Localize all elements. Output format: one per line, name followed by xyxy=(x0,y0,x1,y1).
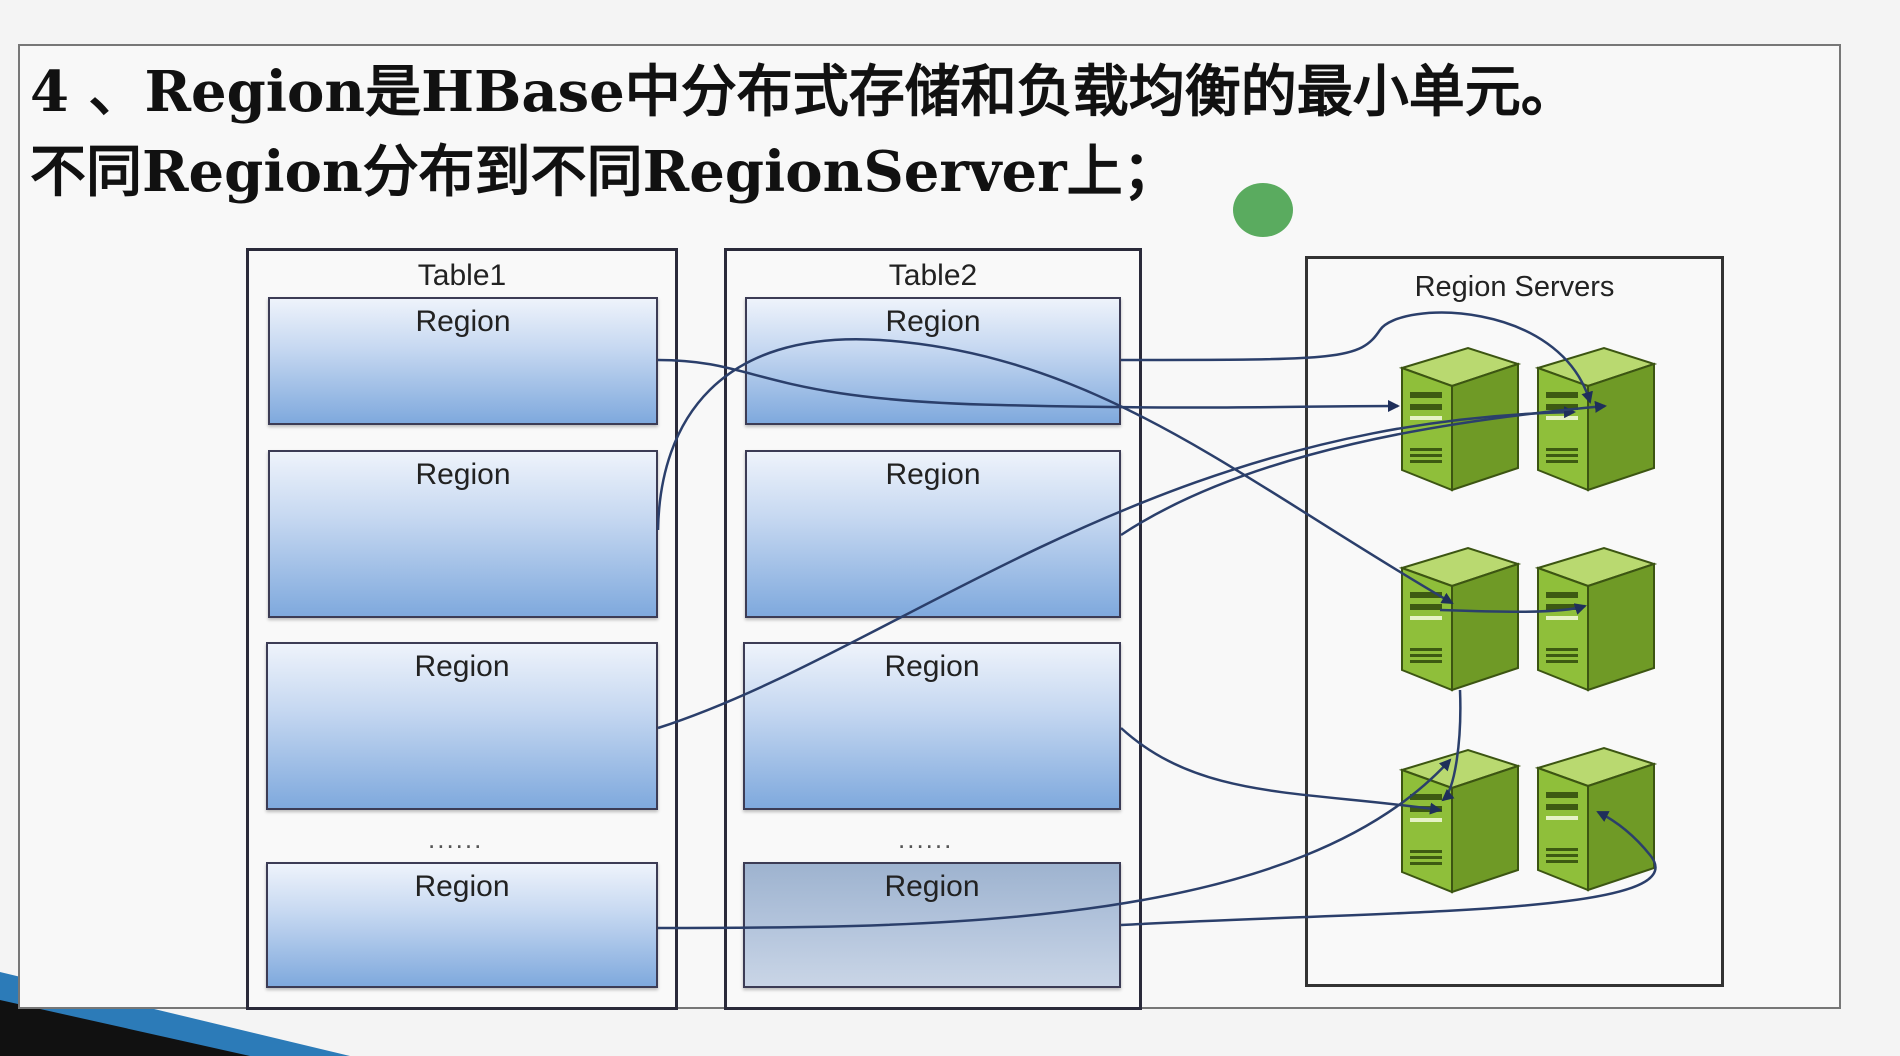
table2-title: Table2 xyxy=(888,259,978,292)
region-label: Region xyxy=(884,650,980,683)
slide-heading: 4 、Region是HBase中分布式存储和负载均衡的最小单元。 不同Regio… xyxy=(30,52,1850,212)
arrow-t1r3-server2 xyxy=(657,406,1576,730)
server-icon xyxy=(1398,530,1522,692)
server-icon xyxy=(1398,330,1522,492)
table1-region-3: Region xyxy=(266,642,658,810)
region-label: Region xyxy=(885,305,981,338)
table2-region-4: Region xyxy=(743,862,1121,988)
table2-ellipsis: ...... xyxy=(898,824,954,854)
arrow-server4-server3 xyxy=(1441,689,1462,802)
table2-region-1: Region xyxy=(745,297,1121,425)
pointer-dot xyxy=(1233,183,1293,237)
table2-region-3: Region xyxy=(743,642,1121,810)
heading-line-1: 4 、Region是HBase中分布式存储和负载均衡的最小单元。 xyxy=(30,59,1577,125)
arrow-t2r4-server6 xyxy=(1120,810,1657,927)
region-label: Region xyxy=(415,458,511,491)
region-label: Region xyxy=(884,870,980,903)
table2-region-2: Region xyxy=(745,450,1121,618)
region-label: Region xyxy=(885,458,981,491)
table1-region-4: Region xyxy=(266,862,658,988)
server-icon xyxy=(1534,330,1658,492)
server-icon xyxy=(1534,530,1658,692)
arrow-t1r2-server5 xyxy=(656,337,1454,605)
arrow-server3-server4 xyxy=(1439,603,1587,615)
region-label: Region xyxy=(415,305,511,338)
arrow-t2r2-server2 xyxy=(1120,400,1607,537)
table1-ellipsis: ...... xyxy=(428,824,484,854)
table1-region-1: Region xyxy=(268,297,658,425)
arrow-t1r1-server1 xyxy=(657,358,1400,413)
arrow-t1r4-server3 xyxy=(657,758,1452,930)
table1-region-2: Region xyxy=(268,450,658,618)
table1-title: Table1 xyxy=(417,259,507,292)
region-servers-title: Region Servers xyxy=(1414,271,1615,303)
arrow-t2r3-server3 xyxy=(1120,727,1442,815)
region-label: Region xyxy=(414,650,510,683)
region-label: Region xyxy=(414,870,510,903)
arrow-t2r1-server2 xyxy=(1120,311,1593,404)
heading-line-2: 不同Region分布到不同RegionServer上； xyxy=(30,139,1179,205)
